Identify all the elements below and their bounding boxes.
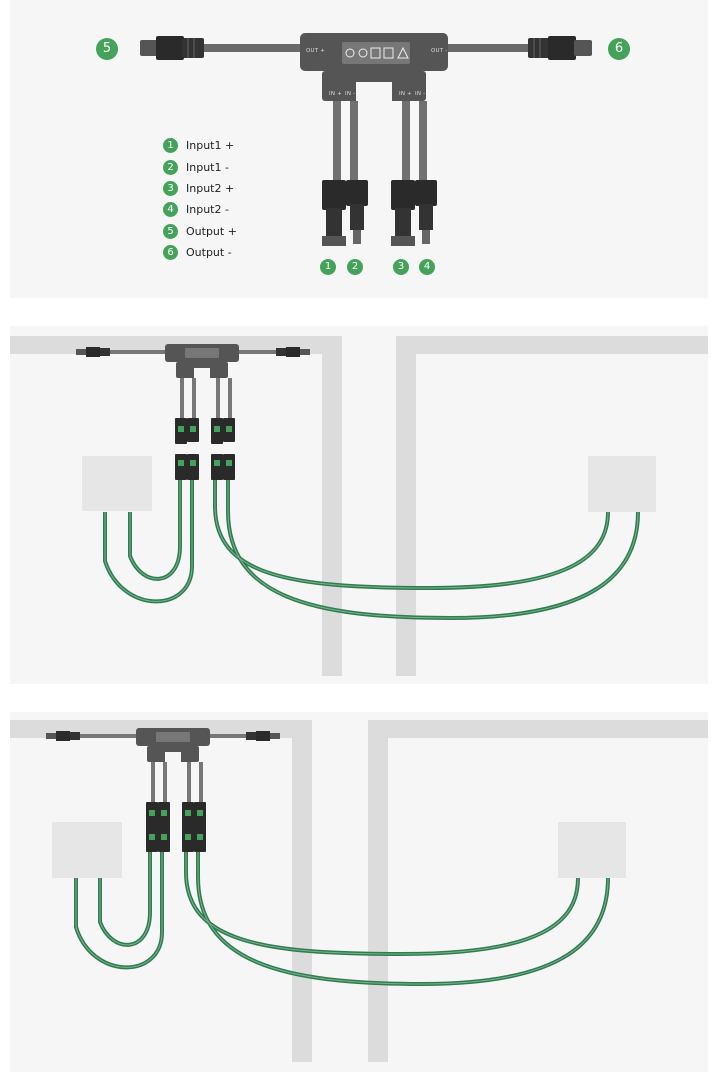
input-drop-cables [180,378,232,418]
branch-housing [300,33,448,101]
input-connector-4 [415,180,437,244]
legend-label: Output - [186,246,232,260]
input-connector-1 [322,180,346,246]
legend-number: 6 [163,245,178,261]
legend-number: 3 [163,180,178,196]
legend-number: 2 [163,159,178,175]
legend-item: 4 Input2 - [163,199,237,220]
legend-item: 3 Input2 + [163,178,237,199]
legend-item: 1 Input1 + [163,135,237,156]
green-cables [103,476,640,621]
badge-input-1: 1 [320,259,336,275]
input-connector-3 [391,180,415,246]
junction-box-left [82,456,152,511]
legend-item: 6 Output - [163,242,237,263]
input-cables [333,101,427,181]
small-output-connectors [46,731,280,741]
junction-box-right [558,822,626,878]
legend-number: 1 [163,138,178,154]
badge-input-4: 4 [419,259,435,275]
branch-connector-illustration [140,33,592,246]
badge-input-3: 3 [393,259,409,275]
badge-right-output: 6 [608,38,630,60]
port-label-in-plus-1: IN + [329,91,342,97]
left-output-connector [140,36,204,60]
legend-label: Input1 - [186,160,229,174]
legend-number: 5 [163,223,178,239]
legend-label: Input2 - [186,203,229,217]
legend-item: 2 Input1 - [163,156,237,177]
badge-input-2: 2 [347,259,363,275]
port-label-in-minus-2: IN - [415,91,426,97]
legend: 1 Input1 + 2 Input1 - 3 Input2 + 4 Input… [163,135,237,263]
legend-item: 5 Output + [163,221,237,242]
walls [10,720,708,1062]
legend-label: Input1 + [186,139,235,153]
mated-connectors [146,802,206,852]
installation-diagram-1 [10,336,708,676]
legend-number: 4 [163,202,178,218]
branch-housing-small [136,728,210,762]
legend-label: Output + [186,224,237,238]
branch-housing-small [165,344,239,378]
right-output-connector [528,36,592,60]
installation-panel-connected [10,712,708,1072]
port-label-in-plus-2: IN + [399,91,412,97]
installation-panel-separated [10,326,708,684]
input-connector-2 [346,180,368,244]
legend-label: Input2 + [186,181,235,195]
port-label-out-minus: OUT - [431,48,448,54]
input-drop-cables [151,762,203,802]
port-label-out-plus: OUT + [306,48,326,54]
small-output-connectors [76,347,310,357]
badge-left-output: 5 [96,38,118,60]
connector-detail-panel: OUT + OUT - IN + IN - IN + IN - 5 6 1 2 … [10,0,708,298]
installation-diagram-2 [10,720,708,1062]
green-cables [74,850,610,987]
junction-box-left [52,822,122,878]
upper-input-connectors [175,418,235,444]
lower-input-connectors [175,454,235,480]
port-label-in-minus-1: IN - [345,91,356,97]
junction-box-right [588,456,656,512]
